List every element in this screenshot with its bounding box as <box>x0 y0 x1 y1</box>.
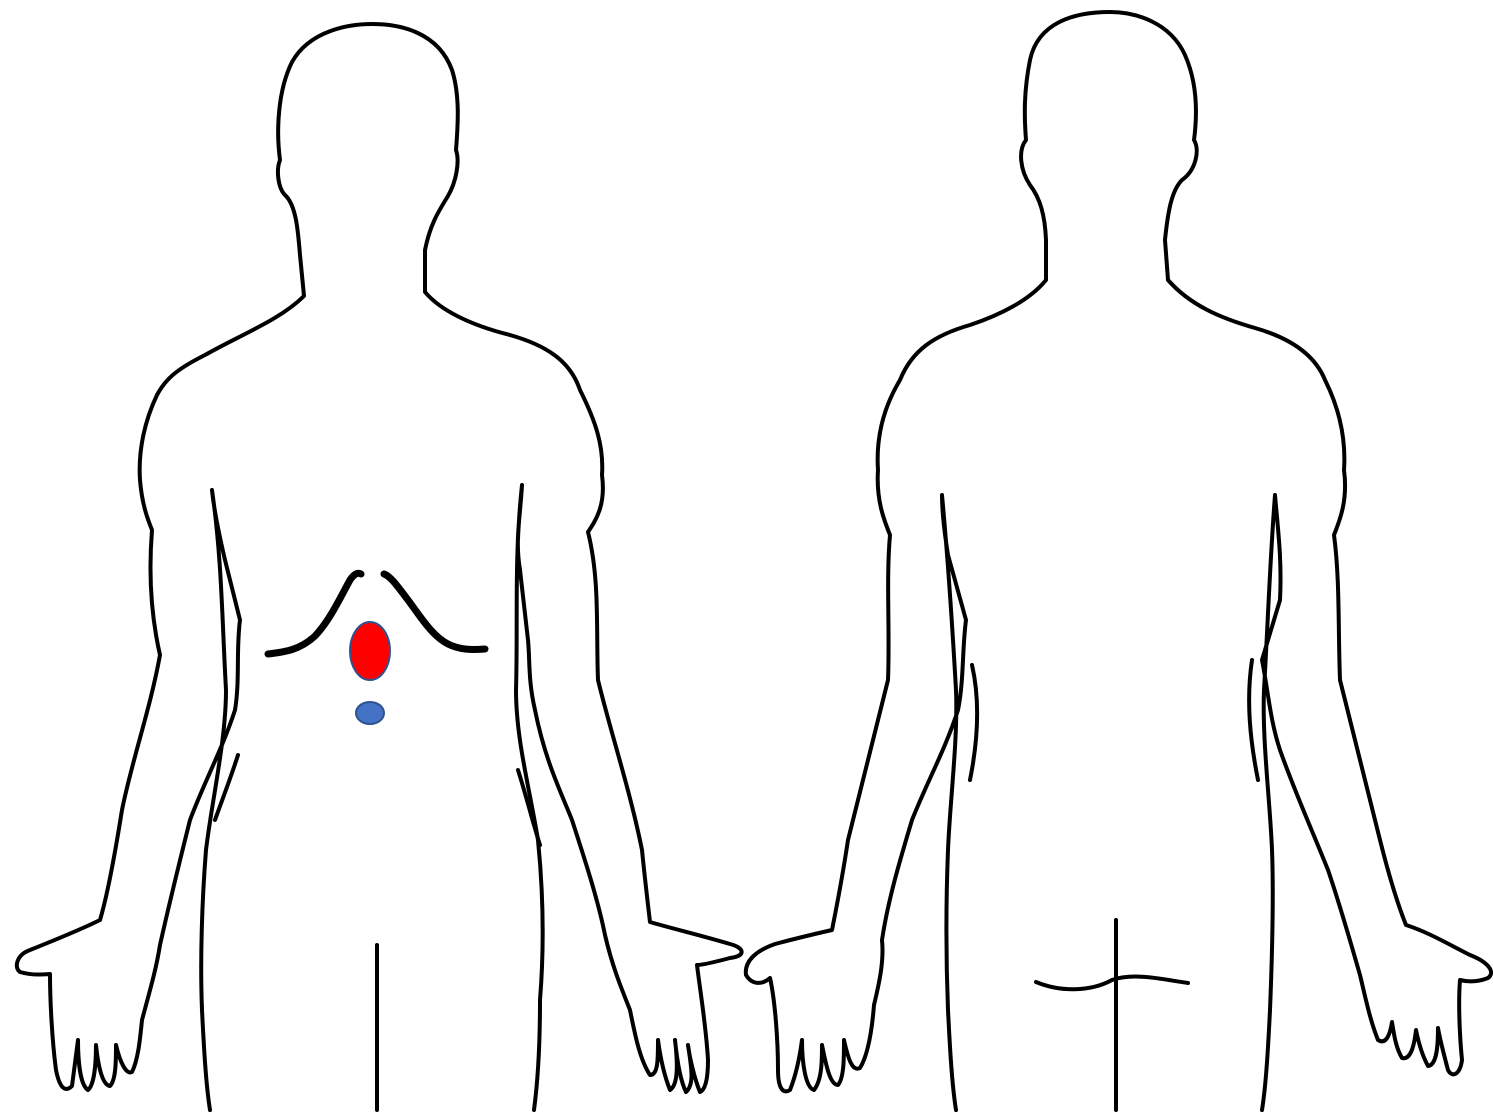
back-right-arm-inner <box>1249 660 1258 780</box>
back-body-figure <box>746 12 1491 1110</box>
front-body-figure <box>17 24 742 1110</box>
umbilicus-point-marker <box>356 702 384 724</box>
front-body-outline-left <box>17 255 304 1110</box>
front-body-outline <box>278 24 742 1110</box>
back-left-arm-inner <box>970 665 977 780</box>
back-body-outline-right <box>746 12 1197 1110</box>
pain-area-marker <box>350 622 390 680</box>
gluteal-fold <box>1036 977 1188 990</box>
back-body-outline-left <box>1165 240 1491 1110</box>
